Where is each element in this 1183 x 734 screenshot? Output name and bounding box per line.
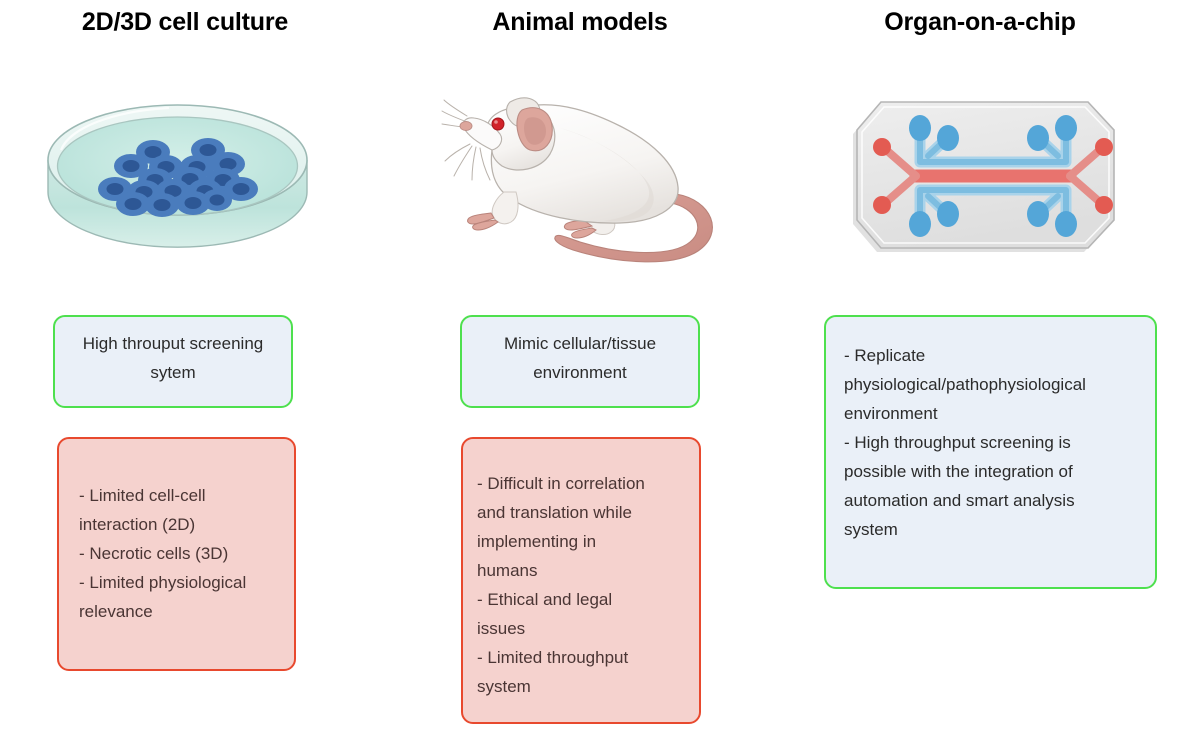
column-title-organ-on-a-chip: Organ-on-a-chip <box>884 8 1076 36</box>
limitations-box-cell-culture: - Limited cell-cell interaction (2D) - N… <box>57 437 296 671</box>
column-title-cell-culture: 2D/3D cell culture <box>81 8 289 36</box>
column-title-animal-models: Animal models <box>492 8 668 36</box>
petri-dish-illustration <box>45 88 310 263</box>
limitations-box-animal-models: - Difficult in correlation and translati… <box>461 437 701 724</box>
advantages-box-organ-on-a-chip: - Replicate physiological/pathophysiolog… <box>824 315 1157 589</box>
laboratory-mouse-illustration <box>440 88 740 273</box>
advantages-box-cell-culture: High throuput screening sytem <box>53 315 293 408</box>
microfluidic-chip-illustration <box>848 90 1138 265</box>
advantages-box-animal-models: Mimic cellular/tissue environment <box>460 315 700 408</box>
